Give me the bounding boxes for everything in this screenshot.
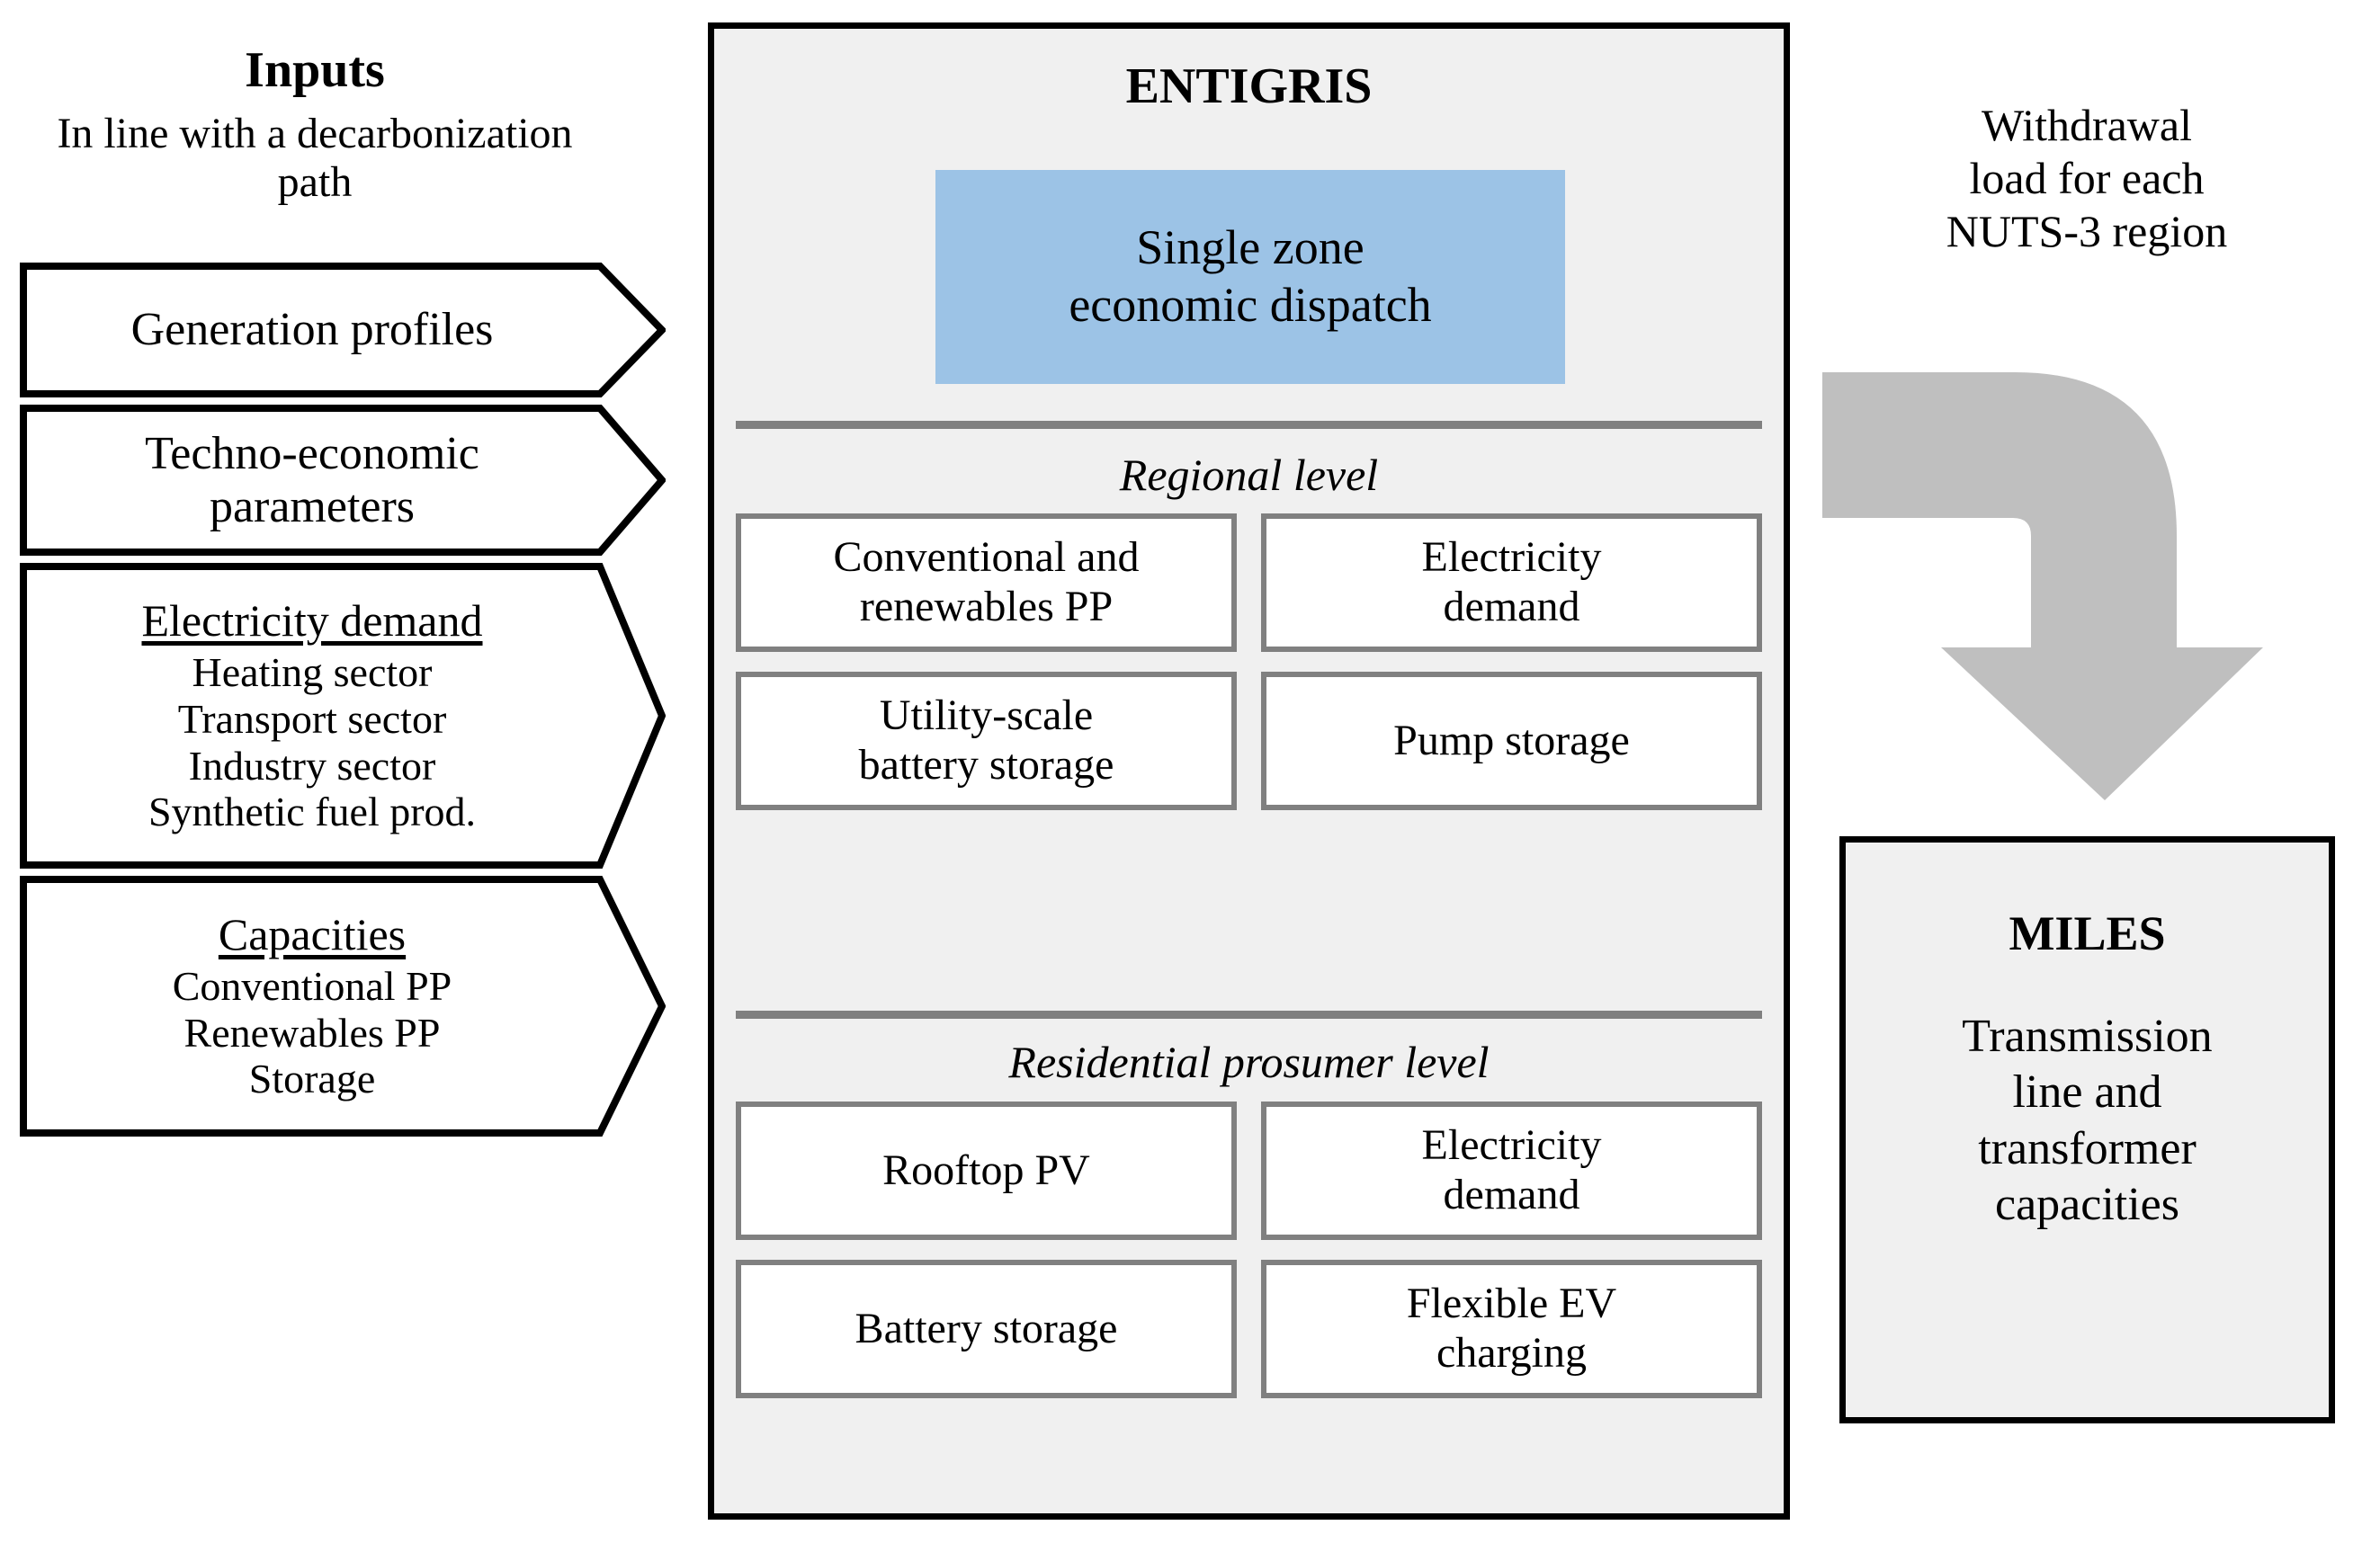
input-arrow-heading: Capacities: [218, 908, 407, 959]
input-arrow-body: Generation profiles: [20, 303, 666, 356]
input-arrow-label: Techno-economic parameters: [145, 427, 479, 532]
input-arrow-line: Industry sector: [188, 742, 436, 789]
residential-cell-rooftop-pv[interactable]: Rooftop PV: [736, 1102, 1237, 1240]
miles-body-text: Transmission line and transformer capaci…: [1962, 1011, 2213, 1231]
miles-box: MILES Transmission line and transformer …: [1839, 836, 2335, 1423]
regional-level-grid: Conventional and renewables PP Electrici…: [736, 513, 1762, 810]
input-arrow-body: Electricity demand Heating sector Transp…: [20, 594, 666, 836]
inputs-heading: Inputs: [245, 42, 385, 98]
bent-down-arrow-icon: [1822, 372, 2263, 800]
residential-cell-flexible-ev-charging[interactable]: Flexible EV charging: [1261, 1260, 1762, 1398]
input-arrow-line: Heating sector: [192, 648, 433, 695]
input-arrow-capacities[interactable]: Capacities Conventional PP Renewables PP…: [20, 876, 666, 1137]
input-arrow-line: Transport sector: [177, 695, 447, 742]
input-arrow-electricity-demand[interactable]: Electricity demand Heating sector Transp…: [20, 563, 666, 869]
input-arrow-techno-economic-parameters[interactable]: Techno-economic parameters: [20, 405, 666, 556]
input-arrow-line: Renewables PP: [183, 1009, 441, 1056]
input-arrow-heading: Electricity demand: [141, 594, 483, 646]
residential-prosumer-level-label: Residential prosumer level: [1008, 1037, 1490, 1087]
input-arrow-line: Conventional PP: [172, 962, 452, 1009]
section-divider-residential: [736, 1011, 1762, 1019]
chevron-arrow-shape: [20, 263, 666, 397]
regional-cell-utility-scale-battery-storage[interactable]: Utility-scale battery storage: [736, 672, 1237, 810]
inputs-column: Inputs In line with a decarbonization pa…: [0, 0, 684, 1552]
regional-level-label: Regional level: [1119, 450, 1379, 500]
input-arrow-line: Storage: [248, 1056, 376, 1102]
entigris-panel: ENTIGRIS Single zone economic dispatch R…: [708, 22, 1790, 1520]
input-arrow-body: Techno-economic parameters: [20, 427, 666, 534]
chevron-arrow-shape: [20, 563, 666, 869]
chevron-arrow-shape: [20, 876, 666, 1137]
residential-cell-battery-storage[interactable]: Battery storage: [736, 1260, 1237, 1398]
miles-title: MILES: [2009, 906, 2166, 960]
input-arrow-generation-profiles[interactable]: Generation profiles: [20, 263, 666, 397]
residential-cell-electricity-demand[interactable]: Electricity demand: [1261, 1102, 1762, 1240]
entigris-title: ENTIGRIS: [1125, 58, 1373, 114]
output-column: Withdrawal load for each NUTS-3 region M…: [1790, 0, 2380, 1552]
inputs-subheading: In line with a decarbonization path: [57, 110, 573, 206]
input-arrow-line: Synthetic fuel prod.: [148, 789, 477, 835]
single-zone-label: Single zone economic dispatch: [1069, 220, 1432, 332]
residential-level-grid: Rooftop PV Electricity demand Battery st…: [736, 1102, 1762, 1398]
regional-cell-conventional-renewables-pp[interactable]: Conventional and renewables PP: [736, 513, 1237, 652]
section-divider-regional: [736, 421, 1762, 429]
regional-cell-electricity-demand[interactable]: Electricity demand: [1261, 513, 1762, 652]
input-arrow-label: Generation profiles: [130, 304, 494, 356]
chevron-arrow-shape: [20, 405, 666, 556]
input-arrow-body: Capacities Conventional PP Renewables PP…: [20, 908, 666, 1103]
single-zone-economic-dispatch-box[interactable]: Single zone economic dispatch: [935, 170, 1565, 384]
withdrawal-load-label: Withdrawal load for each NUTS-3 region: [1946, 100, 2228, 256]
regional-cell-pump-storage[interactable]: Pump storage: [1261, 672, 1762, 810]
